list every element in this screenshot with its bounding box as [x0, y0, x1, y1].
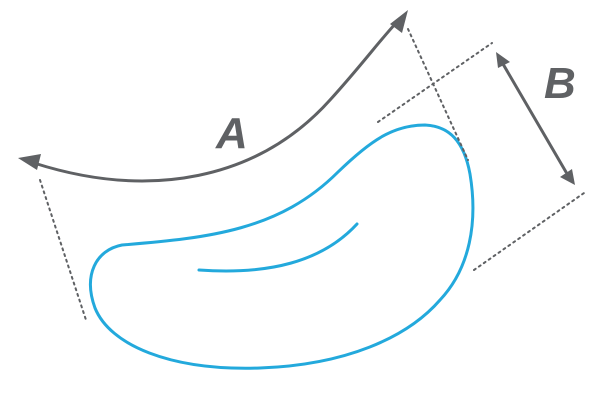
width-label: B: [544, 59, 576, 108]
arc-length-label: A: [215, 109, 248, 158]
extension-line-b-top: [377, 42, 493, 123]
width-dimension-arrow: [501, 62, 568, 174]
extension-line-b-bottom: [473, 192, 585, 271]
inner-crease-line: [197, 222, 359, 273]
arc-arrowhead-left-icon: [18, 154, 41, 170]
extension-line-a-left: [39, 179, 87, 321]
extension-line-a-right: [407, 28, 469, 161]
arc-arrowhead-right-icon: [390, 10, 408, 33]
curved-shape-outline: [89, 123, 475, 370]
width-arrowhead-top-icon: [496, 52, 510, 68]
width-arrowhead-bottom-icon: [560, 169, 575, 185]
arc-length-dimension-arrow: [32, 20, 399, 183]
